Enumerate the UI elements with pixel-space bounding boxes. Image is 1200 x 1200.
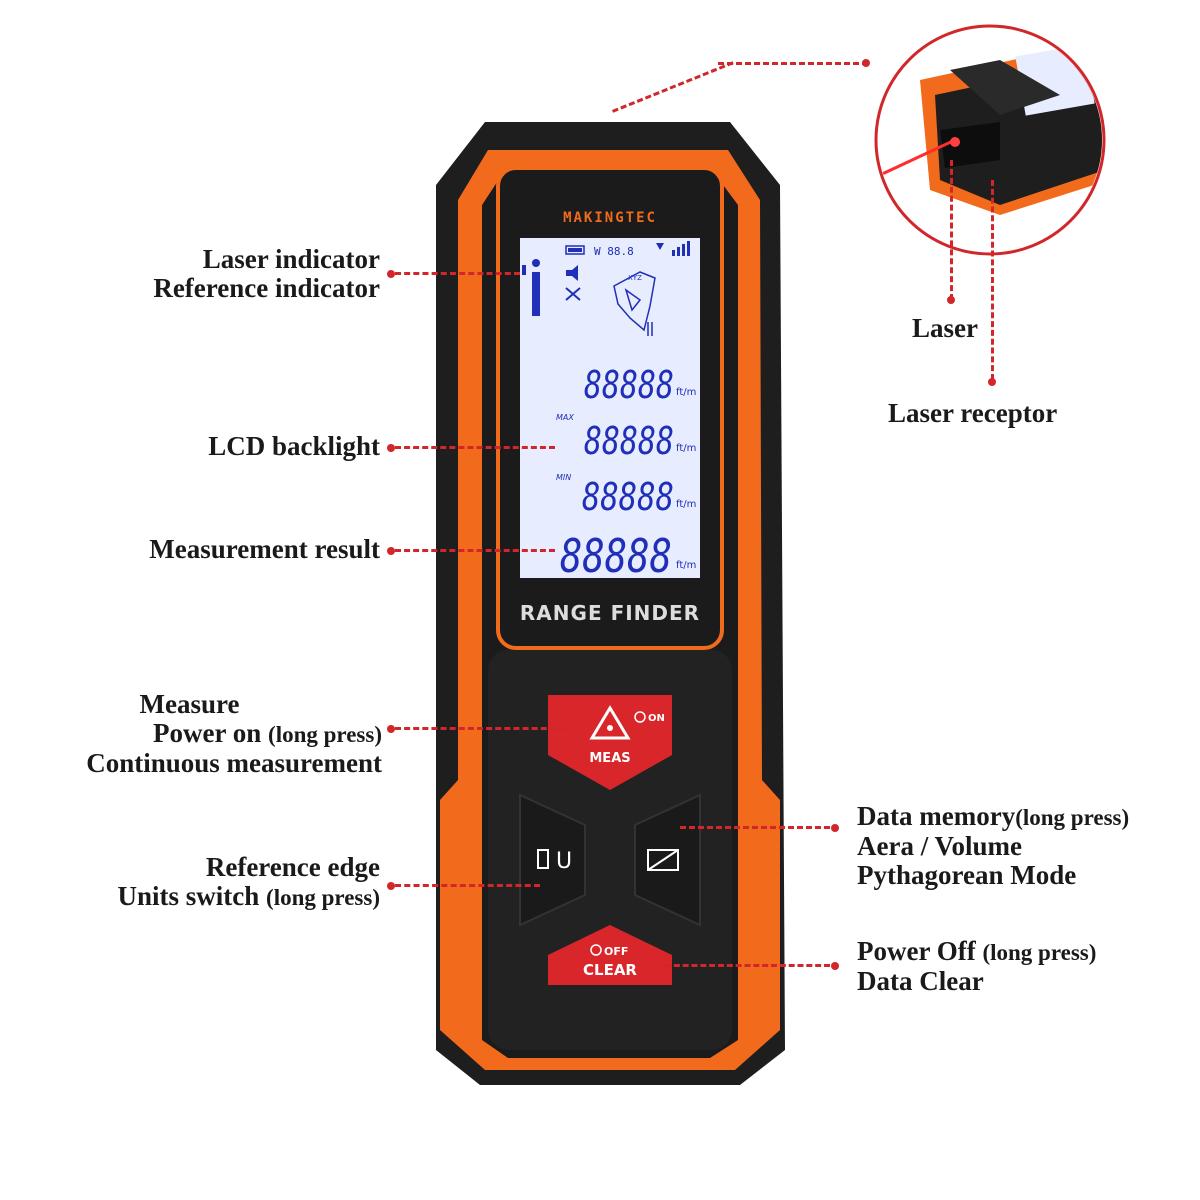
lcd-min-label: MIN: [556, 473, 571, 482]
leader-laser-indicator: [395, 272, 520, 275]
meas-button[interactable]: MEAS ON: [548, 695, 672, 790]
leader-measurement-result: [395, 549, 555, 552]
right-grip-ribs: [748, 845, 780, 992]
leader-data-memory: [680, 826, 830, 829]
label-power-on: Power on (long press): [42, 719, 382, 749]
label-laser-indicator-group: Laser indicator Reference indicator: [153, 245, 380, 303]
left-grip-ribs: [440, 845, 472, 992]
label-measure-group: Measure Power on (long press) Continuous…: [42, 690, 382, 778]
leader-power-off: [665, 964, 830, 967]
label-lcd-backlight: LCD backlight: [208, 431, 380, 461]
lcd-xyz-label: XYZ: [628, 274, 642, 282]
leader-dot-laser-receptor: [988, 378, 996, 386]
leader-lcd-backlight: [395, 446, 555, 449]
label-pythagorean-mode: Pythagorean Mode: [857, 860, 1077, 890]
label-data-memory-group: Data memory(long press) Aera / Volume Py…: [857, 802, 1129, 890]
lcd-row-3-unit: ft/m: [676, 499, 696, 510]
lcd-row-2-digits: 88888: [584, 419, 674, 463]
leader-measure: [395, 727, 565, 730]
model-label: RANGE FINDER: [520, 601, 700, 625]
lcd-row-2-unit: ft/m: [676, 443, 696, 454]
clear-button-label: CLEAR: [583, 961, 637, 979]
lcd-sound-icon: [566, 265, 578, 281]
label-reference-edge: Reference edge: [205, 852, 380, 882]
leader-inset-horizontal: [718, 62, 868, 65]
label-measure: Measure: [139, 689, 240, 719]
leader-dot-laser: [947, 296, 955, 304]
leader-dot-power-off: [831, 962, 839, 970]
leader-reference-edge: [395, 884, 540, 887]
lcd-reference-icon: [565, 287, 581, 301]
on-label: ON: [648, 713, 665, 724]
lcd-status-text: W 88.8: [594, 245, 634, 258]
leader-dot-inset: [862, 59, 870, 67]
label-data-memory-main: Data memory: [857, 801, 1016, 831]
label-power-off-group: Power Off (long press) Data Clear: [857, 937, 1096, 996]
leader-laser-receptor: [991, 180, 994, 380]
label-power-off: Power Off (long press): [857, 937, 1096, 967]
brand-logo: MAKINGTEC: [563, 210, 657, 226]
lcd-max-label: MAX: [556, 413, 574, 422]
label-reference-edge-group: Reference edge Units switch (long press): [118, 853, 380, 912]
lcd-row-3-digits: 88888: [582, 475, 674, 519]
lcd-bezel: [496, 166, 724, 650]
label-power-off-paren: (long press): [982, 940, 1097, 965]
label-units-switch: Units switch (long press): [118, 882, 380, 912]
leader-dot-laser-indicator: [387, 270, 395, 278]
label-power-off-main: Power Off: [857, 936, 976, 966]
lcd-result-unit: ft/m: [676, 560, 696, 571]
units-button-label: U: [556, 849, 572, 874]
label-laser-indicator: Laser indicator: [202, 244, 380, 274]
label-data-memory-paren: (long press): [1015, 805, 1130, 830]
lcd-top-status-bar: [565, 241, 690, 256]
label-reference-indicator: Reference indicator: [153, 273, 380, 303]
label-continuous-measurement: Continuous measurement: [86, 748, 382, 778]
label-laser-receptor: Laser receptor: [888, 398, 1058, 428]
leader-dot-measure: [387, 725, 395, 733]
label-data-clear: Data Clear: [857, 966, 984, 996]
label-laser: Laser: [912, 313, 978, 343]
closeup-device-top: [879, 40, 1102, 215]
lcd-row-1-digits: 88888: [584, 363, 674, 407]
lcd-result-digits: 88888: [560, 529, 672, 583]
label-power-on-main: Power on: [153, 718, 262, 748]
label-measurement-result: Measurement result: [149, 534, 380, 564]
leader-dot-reference-edge: [387, 882, 395, 890]
meas-button-label: MEAS: [589, 751, 630, 766]
lcd-screen: [520, 238, 700, 578]
label-power-on-paren: (long press): [268, 722, 382, 747]
lcd-row-1-unit: ft/m: [676, 387, 696, 398]
label-area-volume: Aera / Volume: [857, 831, 1022, 861]
leader-dot-lcd-backlight: [387, 444, 395, 452]
lcd-mode-diagram-icon: [613, 271, 656, 336]
off-label: OFF: [604, 945, 628, 958]
label-data-memory: Data memory(long press): [857, 802, 1129, 832]
leader-laser: [950, 160, 953, 300]
lcd-laser-indicator-icon: [522, 259, 540, 316]
label-units-switch-main: Units switch: [117, 881, 260, 911]
units-button[interactable]: U: [519, 793, 586, 927]
leader-dot-measurement-result: [387, 547, 395, 555]
label-units-switch-paren: (long press): [266, 885, 380, 910]
clear-button[interactable]: OFF CLEAR: [548, 925, 672, 985]
leader-dot-data-memory: [831, 824, 839, 832]
